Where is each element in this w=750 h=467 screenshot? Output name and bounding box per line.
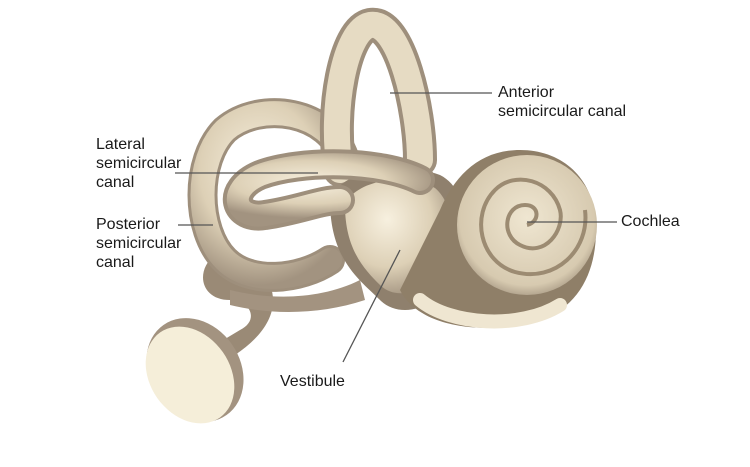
label-line: Lateral xyxy=(96,136,145,153)
label-cochlea: Cochlea xyxy=(621,212,680,231)
label-vestibule: Vestibule xyxy=(280,372,345,391)
leader-vestibule xyxy=(342,249,401,363)
anterior-semicircular-canal xyxy=(319,8,437,187)
posterior-semicircular-canal xyxy=(187,98,360,292)
label-line: Anterior xyxy=(498,84,555,101)
label-line: Vestibule xyxy=(280,373,345,390)
leader-lines xyxy=(175,92,617,363)
label-posterior-semicircular-canal: Posterior semicircular canal xyxy=(96,215,181,272)
lateral-semicircular-canal xyxy=(222,149,435,231)
cochlea xyxy=(400,150,597,329)
label-line: canal xyxy=(96,254,135,271)
label-anterior-semicircular-canal: Anterior semicircular canal xyxy=(498,83,626,121)
label-line: canal xyxy=(96,174,135,191)
label-line: semicircular canal xyxy=(498,103,627,120)
label-line: semicircular xyxy=(96,155,182,172)
label-line: Posterior xyxy=(96,216,161,233)
label-lateral-semicircular-canal: Lateral semicircular canal xyxy=(96,135,181,192)
stapes-footplate xyxy=(145,318,244,424)
label-line: Cochlea xyxy=(621,213,680,230)
label-line: semicircular xyxy=(96,235,182,252)
